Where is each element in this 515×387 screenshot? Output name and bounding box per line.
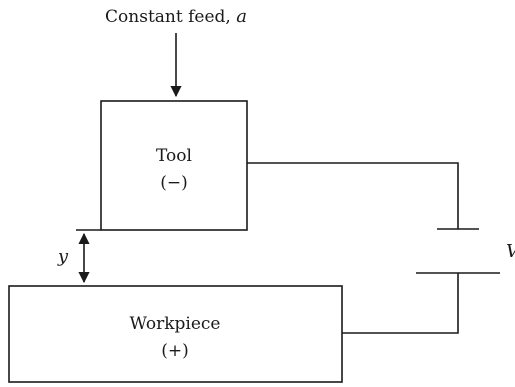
feed-symbol: a bbox=[236, 6, 247, 27]
tool-label: Tool bbox=[156, 146, 192, 166]
workpiece-wire bbox=[342, 273, 459, 334]
workpiece-label: Workpiece bbox=[130, 314, 221, 334]
gap-label: y bbox=[57, 246, 69, 267]
feed-label-text: Constant feed, bbox=[105, 7, 236, 27]
workpiece-polarity-label: (+) bbox=[161, 341, 189, 361]
tool-wire bbox=[247, 162, 459, 229]
feed-label: Constant feed, a bbox=[105, 6, 247, 27]
workpiece-box bbox=[8, 285, 343, 383]
tool-polarity-label: (−) bbox=[160, 173, 188, 193]
tool-box bbox=[100, 100, 248, 231]
voltage-label: V bbox=[506, 241, 515, 262]
